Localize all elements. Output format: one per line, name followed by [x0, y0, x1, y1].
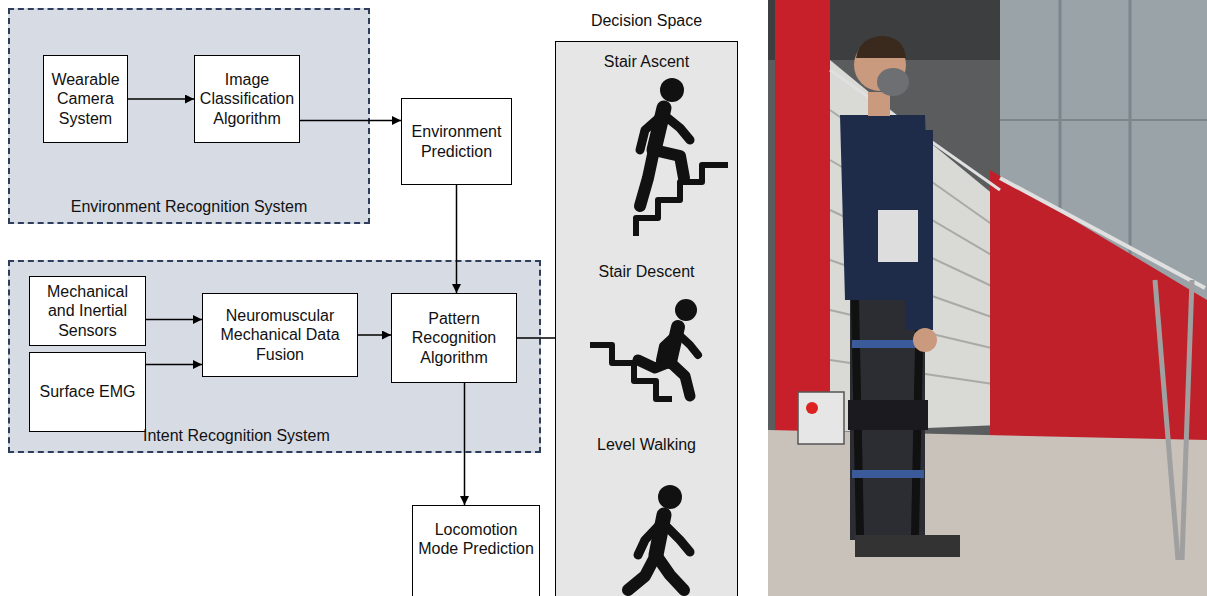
- process-box: Neuromuscular Mechanical Data Fusion: [202, 293, 358, 377]
- connector-arrow: [146, 319, 202, 321]
- connector-arrow: [128, 98, 194, 100]
- system-band: Environment Recognition System Wearable C…: [8, 8, 370, 224]
- photo-shape: [1182, 280, 1192, 560]
- system-label: Environment Recognition System: [10, 197, 368, 216]
- photo-shape: [877, 68, 909, 96]
- photo-shape: [768, 430, 1207, 596]
- box-label: Image Classification Algorithm: [199, 70, 295, 128]
- system-label: Intent Recognition System: [143, 426, 330, 445]
- icon-shape: [675, 299, 697, 321]
- connector-arrow: [358, 334, 391, 336]
- icon-shape: [660, 78, 684, 102]
- box-label: Mechanical and Inertial Sensors: [34, 282, 141, 340]
- photo-shape: [868, 92, 890, 116]
- photo-shape: [806, 402, 818, 414]
- photo-shape: [798, 392, 844, 444]
- box-label: Wearable Camera System: [48, 70, 123, 128]
- process-box: Image Classification Algorithm: [194, 55, 300, 143]
- photo-shape: [848, 400, 928, 430]
- photo-shape: [768, 0, 1207, 596]
- photo-shape: [830, 110, 1000, 385]
- process-box: Locomotion Mode Prediction: [412, 505, 540, 596]
- box-label: Surface EMG: [39, 382, 135, 401]
- connector-line: [517, 337, 555, 339]
- process-box: Pattern Recognition Algorithm: [391, 293, 517, 383]
- process-box: Wearable Camera System: [43, 55, 128, 143]
- photo-shape: [855, 535, 905, 557]
- connector-arrow: [300, 120, 401, 122]
- photo-shape: [913, 328, 937, 352]
- panel-heading: Decision Space: [556, 11, 737, 30]
- photo-shape: [1155, 280, 1178, 560]
- box-label: Pattern Recognition Algorithm: [396, 309, 512, 367]
- mode-label: Stair Ascent: [556, 52, 737, 71]
- process-box: Mechanical and Inertial Sensors: [29, 276, 146, 346]
- mode-label: Stair Descent: [556, 262, 737, 281]
- connector-arrow: [464, 383, 466, 505]
- mode-label: Level Walking: [556, 435, 737, 454]
- system-band: Intent Recognition System Mechanical and …: [8, 260, 541, 453]
- box-label: Locomotion Mode Prediction: [417, 520, 535, 558]
- photo-shape: [990, 170, 1207, 440]
- box-label: Neuromuscular Mechanical Data Fusion: [207, 306, 353, 364]
- photo-shape: [852, 470, 924, 478]
- connector-arrow: [146, 364, 202, 366]
- photo-shape: [856, 36, 906, 58]
- photo-shape: [905, 535, 960, 557]
- photo-shape: [1000, 119, 1207, 121]
- box-label: Environment Prediction: [406, 122, 507, 160]
- process-box: Environment Prediction: [401, 98, 512, 185]
- icon-shape: [658, 485, 682, 509]
- photo-shape: [1000, 178, 1205, 288]
- photo-shape: [878, 210, 918, 262]
- connector-arrow: [456, 185, 458, 293]
- process-box: Surface EMG: [29, 352, 146, 432]
